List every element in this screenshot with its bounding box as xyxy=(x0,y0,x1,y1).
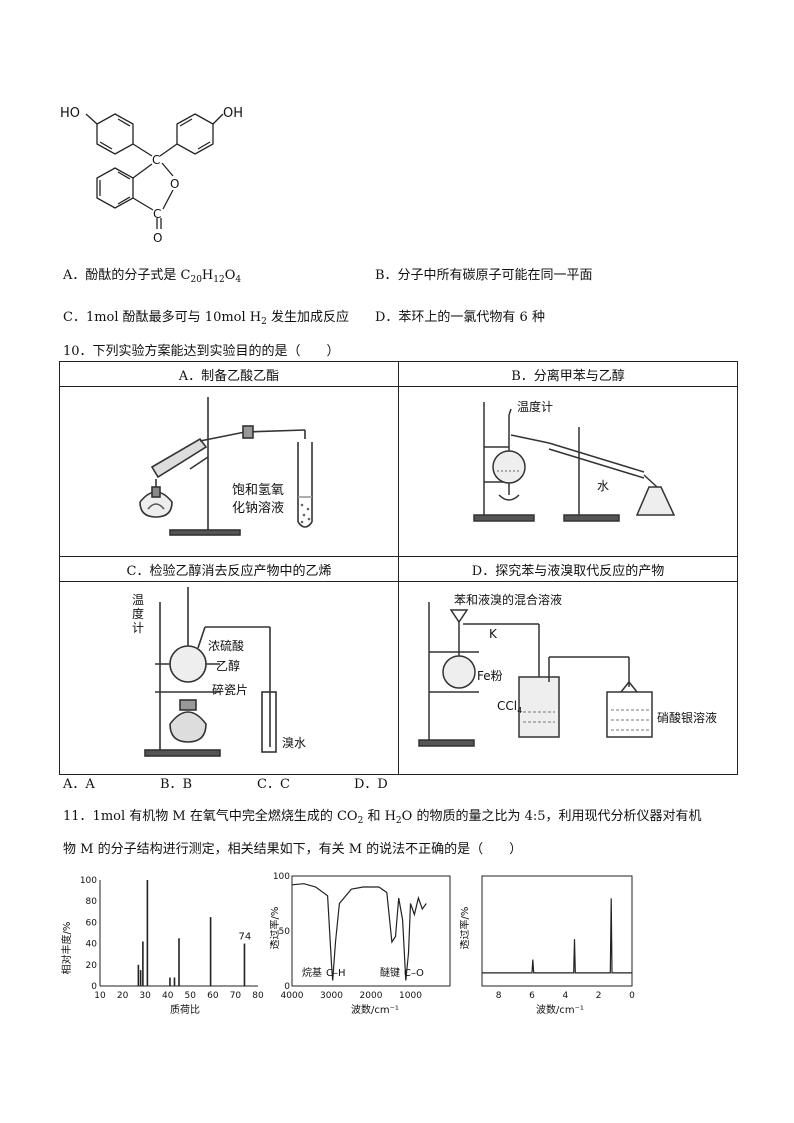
q9-option-b[interactable]: B．分子中所有碳原子可能在同一平面 xyxy=(375,268,593,283)
ms-y-tick-label: 0 xyxy=(91,982,97,992)
nmr-frame xyxy=(481,875,633,987)
ms-ylabel: 相对丰度/% xyxy=(60,922,73,975)
label-ccl4: CCl4 xyxy=(497,699,522,715)
ir-x-tick-label: 1000 xyxy=(399,991,422,1001)
ir-ann-ether: 醚键 xyxy=(380,966,400,979)
label-naoh-2: 化钠溶液 xyxy=(232,501,284,516)
label-porcelain-chips: 碎瓷片 xyxy=(212,682,248,697)
nmr-x-tick-label: 0 xyxy=(629,991,635,1001)
nmr-x-tick-label: 8 xyxy=(496,991,502,1001)
nmr-x-tick-label: 6 xyxy=(529,991,535,1001)
ms-y-tick-label: 40 xyxy=(86,940,98,950)
ms-x-tick-label: 50 xyxy=(185,991,197,1001)
phenolphthalein-structure: HO OH C O C O xyxy=(60,106,243,245)
ir-x-tick-label: 4000 xyxy=(281,991,304,1001)
label-benzene-bromine: 苯和液溴的混合溶液 xyxy=(454,592,562,607)
nmr-x-tick-label: 4 xyxy=(562,991,568,1001)
label-bromine-water: 溴水 xyxy=(282,736,306,750)
ir-trace xyxy=(291,883,427,981)
carbonyl-oxygen-label: O xyxy=(153,231,162,245)
ms-y-tick-label: 20 xyxy=(86,961,98,971)
ms-peak-74-label: 74 xyxy=(238,932,251,943)
ms-x-tick-label: 10 xyxy=(94,991,106,1001)
apparatus-b-diagram: 温度计 水 xyxy=(473,399,676,522)
label-temp-1: 温 xyxy=(132,593,144,607)
label-temp-3: 计 xyxy=(132,621,144,635)
nmr-ylabel: 透过率/% xyxy=(460,907,471,950)
experiment-table: A．制备乙酸乙酯 B．分离甲苯与乙醇 xyxy=(59,361,738,775)
ms-x-tick-label: 30 xyxy=(139,991,151,1001)
nmr-chart: 8 6 4 2 0 透过率/% 波数/cm⁻¹ xyxy=(460,875,635,1016)
q10-option-c[interactable]: C．C xyxy=(257,777,290,792)
ms-x-tick-label: 70 xyxy=(230,991,242,1001)
ms-x-tick-label: 40 xyxy=(162,991,174,1001)
label-naoh-1: 饱和氢氧 xyxy=(232,483,284,498)
label-conc-h2so4: 浓硫酸 xyxy=(208,638,244,653)
header-a: A．制备乙酸乙酯 xyxy=(59,361,399,387)
ir-frame xyxy=(291,875,451,987)
label-thermometer: 温度计 xyxy=(517,399,553,414)
ir-x-tick-label: 2000 xyxy=(360,991,383,1001)
ir-ann-ch: C–H xyxy=(326,968,346,979)
ms-x-tick-label: 20 xyxy=(117,991,129,1001)
apparatus-c-cell: 温 度 计 浓硫酸 乙醇 碎瓷片 溴水 xyxy=(59,581,399,775)
ms-xlabel: 质荷比 xyxy=(170,1004,200,1016)
q9-option-d[interactable]: D．苯环上的一氯代物有 6 种 xyxy=(375,310,545,325)
q9-option-c[interactable]: C．1mol 酚酞最多可与 10mol H2 发生加成反应 xyxy=(63,310,349,327)
ms-y-tick-label: 80 xyxy=(86,897,98,907)
ir-y-tick-label: 50 xyxy=(279,927,291,937)
label-water: 水 xyxy=(597,479,609,493)
ir-y-tick-label: 100 xyxy=(273,872,290,882)
header-d: D．探究苯与液溴取代反应的产物 xyxy=(398,556,738,582)
apparatus-a-cell: 饱和氢氧 化钠溶液 xyxy=(59,386,399,557)
nmr-trace xyxy=(482,898,632,974)
q10-stem: 10．下列实验方案能达到实验目的的是（ ） xyxy=(63,344,340,359)
q10-option-a[interactable]: A．A xyxy=(63,777,95,792)
ir-xlabel: 波数/cm⁻¹ xyxy=(351,1003,399,1016)
label-fe-powder: Fe粉 xyxy=(477,669,503,683)
q10-option-d[interactable]: D．D xyxy=(354,777,388,792)
apparatus-d-diagram: 苯和液溴的混合溶液 K Fe粉 CCl4 硝酸银溶液 xyxy=(418,592,717,747)
carbonyl-carbon-label: C xyxy=(153,207,161,221)
label-agno3: 硝酸银溶液 xyxy=(657,710,717,725)
apparatus-d-cell: 苯和液溴的混合溶液 K Fe粉 CCl4 硝酸银溶液 xyxy=(398,581,738,775)
q10-option-b[interactable]: B．B xyxy=(160,777,193,792)
ir-x-tick-label: 3000 xyxy=(320,991,343,1001)
q9-option-a[interactable]: A．酚酞的分子式是 C20H12O4 xyxy=(63,268,242,285)
apparatus-a-diagram: 饱和氢氧 化钠溶液 xyxy=(139,397,313,536)
ir-ylabel: 透过率/% xyxy=(270,907,281,950)
label-ethanol: 乙醇 xyxy=(216,658,240,673)
q11-stem-line1: 11．1mol 有机物 M 在氧气中完全燃烧生成的 CO2 和 H2O 的物质的… xyxy=(63,809,702,826)
ir-ann-co: C–O xyxy=(404,968,424,979)
ms-y-tick-label: 60 xyxy=(86,918,98,928)
ms-x-tick-label: 60 xyxy=(207,991,219,1001)
nmr-xlabel: 波数/cm⁻¹ xyxy=(536,1003,584,1016)
header-c: C．检验乙醇消去反应产物中的乙烯 xyxy=(59,556,399,582)
ms-y-tick-label: 100 xyxy=(80,876,97,886)
central-carbon-label: C xyxy=(152,153,160,167)
ir-ann-alkyl: 烷基 xyxy=(302,966,322,979)
ring-oxygen-label: O xyxy=(170,177,179,191)
apparatus-b-cell: 温度计 水 xyxy=(398,386,738,557)
q11-stem-line2: 物 M 的分子结构进行测定，相关结果如下，有关 M 的说法不正确的是（ ） xyxy=(63,842,523,857)
ir-y-tick-label: 0 xyxy=(284,982,290,992)
label-valve-k: K xyxy=(489,627,498,641)
label-temp-2: 度 xyxy=(132,606,144,621)
header-b: B．分离甲苯与乙醇 xyxy=(398,361,738,387)
oh-right-label: OH xyxy=(223,106,243,121)
ho-left-label: HO xyxy=(60,106,80,121)
ms-x-tick-label: 80 xyxy=(252,991,264,1001)
apparatus-c-diagram: 温 度 计 浓硫酸 乙醇 碎瓷片 溴水 xyxy=(132,587,306,757)
nmr-x-tick-label: 2 xyxy=(596,991,602,1001)
